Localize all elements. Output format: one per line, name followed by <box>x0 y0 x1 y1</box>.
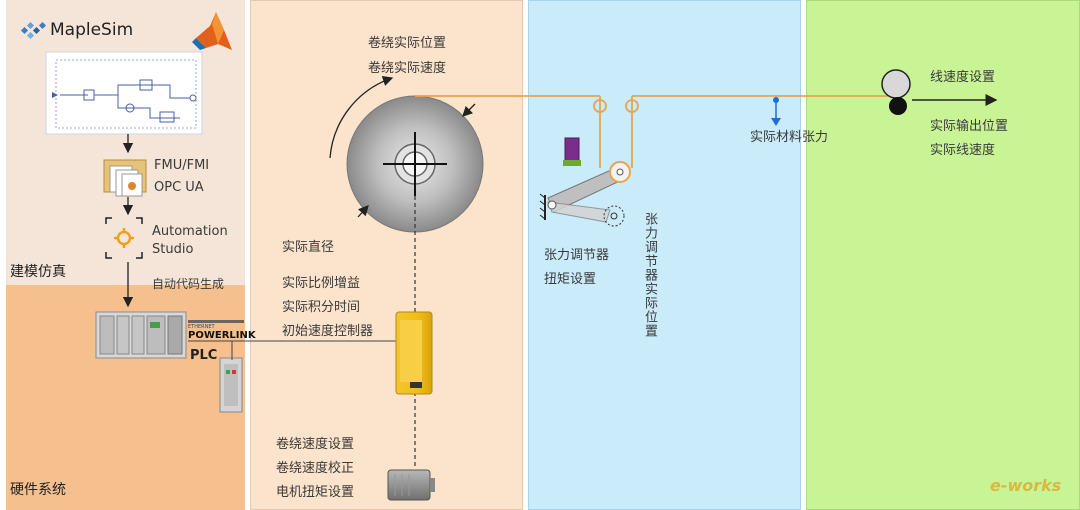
line-speed-set-label: 线速度设置 <box>930 70 996 85</box>
plc-label: PLC <box>190 348 218 363</box>
init-speed-ctrl-label: 初始速度控制器 <box>282 324 374 339</box>
winder-drum <box>346 95 484 233</box>
web-contact-pointer <box>462 103 476 117</box>
powerlink-label: POWERLINK <box>188 330 256 341</box>
tension-panel <box>528 0 801 510</box>
codegen-label: 自动代码生成 <box>152 277 225 291</box>
automation-label-2: Studio <box>152 242 194 257</box>
simulation-model-window <box>45 51 203 135</box>
brand-name: MapleSim <box>50 20 134 40</box>
actual-diameter-label: 实际直径 <box>282 240 335 255</box>
matlab-logo-icon <box>192 12 232 50</box>
plc-hardware-icon <box>95 311 187 359</box>
automation-studio-icon <box>105 217 143 259</box>
section-modeling-title: 建模仿真 <box>10 264 66 280</box>
section-hardware-title: 硬件系统 <box>10 482 66 498</box>
wind-speed-set-label: 卷绕速度设置 <box>276 437 355 452</box>
web-path <box>415 95 888 168</box>
actual-speed-label: 卷绕实际速度 <box>368 61 447 76</box>
actual-output-pos-label: 实际输出位置 <box>930 119 1009 134</box>
fmu-document-icon <box>103 159 147 197</box>
integral-time-label: 实际积分时间 <box>282 300 361 315</box>
automation-label-1: Automation <box>152 224 228 239</box>
actual-position-label: 卷绕实际位置 <box>368 36 447 51</box>
motor-icon <box>387 469 435 501</box>
dancer-arm <box>539 137 631 227</box>
nip-rollers <box>881 69 911 115</box>
motor-torque-set-label: 电机扭矩设置 <box>276 485 355 500</box>
servo-drive-icon <box>395 311 433 395</box>
powerlink-small-label: ETHERNET <box>188 324 215 330</box>
maplesim-logo-icon <box>20 21 47 40</box>
actual-tension-label: 实际材料张力 <box>750 130 829 145</box>
opc-label: OPC UA <box>154 180 204 195</box>
fmu-label: FMU/FMI <box>154 158 210 173</box>
diameter-pointer <box>357 205 369 218</box>
dancer-label: 张力调节器 <box>544 248 610 263</box>
powerlink-bar-icon <box>188 320 244 323</box>
wind-speed-correct-label: 卷绕速度校正 <box>276 461 355 476</box>
actual-line-speed-label: 实际线速度 <box>930 143 996 158</box>
prop-gain-label: 实际比例增益 <box>282 276 361 291</box>
guide-rollers <box>593 99 639 113</box>
tension-sensor-icon <box>771 97 781 126</box>
dancer-position-label: 张力调节器实际位置 <box>642 212 657 338</box>
line-panel <box>806 0 1080 510</box>
torque-set-label: 扭矩设置 <box>544 272 597 287</box>
rotation-arrow <box>329 76 394 159</box>
io-module-icon <box>219 357 243 413</box>
watermark-logo: e-works <box>990 476 1062 495</box>
